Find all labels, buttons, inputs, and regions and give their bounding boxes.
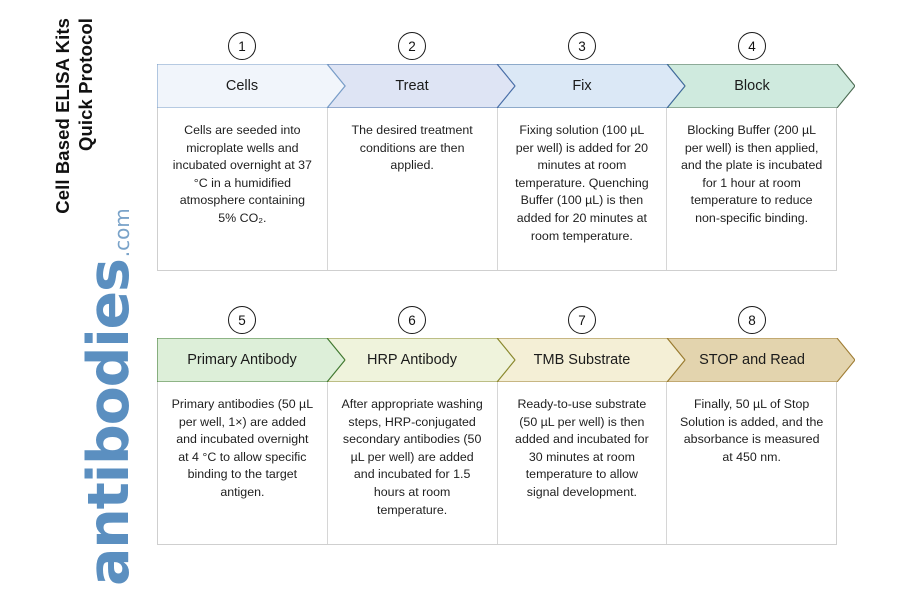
chevron-step-6[interactable]: HRP Antibody — [327, 338, 515, 382]
step-badge-7: 7 — [568, 306, 596, 334]
chevron-step-5[interactable]: Primary Antibody — [157, 338, 345, 382]
step-badge-number: 4 — [748, 38, 756, 54]
chevron-shape-icon — [667, 64, 855, 108]
chevron-shape-icon — [497, 64, 685, 108]
description-text: Fixing solution (100 µL per well) is add… — [515, 123, 649, 243]
step-badge-number: 8 — [748, 312, 756, 328]
chevron-shape-icon — [157, 338, 345, 382]
description-step-2: The desired treatment conditions are the… — [328, 108, 498, 270]
step-badge-number: 2 — [408, 38, 416, 54]
step-badge-8: 8 — [738, 306, 766, 334]
chevron-shape-icon — [497, 338, 685, 382]
step-badge-2: 2 — [398, 32, 426, 60]
chevron-bar-row-1: Cells Treat Fix Block — [157, 64, 855, 108]
chevron-bar-row-2: Primary Antibody HRP Antibody TMB Substr… — [157, 338, 855, 382]
chevron-shape-icon — [667, 338, 855, 382]
chevron-step-1[interactable]: Cells — [157, 64, 345, 108]
chevron-step-7[interactable]: TMB Substrate — [497, 338, 685, 382]
description-step-7: Ready-to-use substrate (50 µL per well) … — [498, 382, 668, 544]
description-text: Finally, 50 µL of Stop Solution is added… — [679, 397, 824, 464]
chevron-step-3[interactable]: Fix — [497, 64, 685, 108]
description-step-6: After appropriate washing steps, HRP-con… — [328, 382, 498, 544]
description-step-8: Finally, 50 µL of Stop Solution is added… — [667, 382, 836, 544]
description-text: The desired treatment conditions are the… — [351, 123, 473, 173]
description-text: Blocking Buffer (200 µL per well) is the… — [681, 123, 823, 226]
brand-logo-name: antibodies — [76, 259, 142, 586]
descriptions-row-1: Cells are seeded into microplate wells a… — [157, 108, 837, 271]
description-text: Ready-to-use substrate (50 µL per well) … — [515, 397, 649, 500]
description-step-4: Blocking Buffer (200 µL per well) is the… — [667, 108, 836, 270]
chevron-shape-icon — [157, 64, 345, 108]
step-badge-number: 5 — [238, 312, 246, 328]
step-badge-number: 1 — [238, 38, 246, 54]
description-step-1: Cells are seeded into microplate wells a… — [158, 108, 328, 270]
chevron-shape-icon — [327, 64, 515, 108]
step-badge-number: 7 — [578, 312, 586, 328]
chevron-step-2[interactable]: Treat — [327, 64, 515, 108]
step-badges-row-2: 5 6 7 8 — [157, 306, 837, 338]
descriptions-row-2: Primary antibodies (50 µL per well, 1×) … — [157, 382, 837, 545]
brand-logo: antibodies .com — [18, 208, 142, 586]
description-text: Cells are seeded into microplate wells a… — [172, 123, 312, 226]
brand-logo-tld: .com — [110, 208, 134, 258]
step-badges-row-1: 1 2 3 4 — [157, 32, 837, 64]
protocol-row-2: 5 6 7 8 Primary Antibody HRP Antibody TMB S… — [157, 306, 855, 545]
step-badge-5: 5 — [228, 306, 256, 334]
step-badge-6: 6 — [398, 306, 426, 334]
step-badge-4: 4 — [738, 32, 766, 60]
description-step-5: Primary antibodies (50 µL per well, 1×) … — [158, 382, 328, 544]
chevron-step-4[interactable]: Block — [667, 64, 855, 108]
chevron-step-8[interactable]: STOP and Read — [667, 338, 855, 382]
description-step-3: Fixing solution (100 µL per well) is add… — [498, 108, 668, 270]
protocol-row-1: 1 2 3 4 Cells Treat Fix Block Cells are see… — [157, 32, 855, 271]
step-badge-1: 1 — [228, 32, 256, 60]
description-text: After appropriate washing steps, HRP-con… — [341, 397, 483, 517]
step-badge-number: 6 — [408, 312, 416, 328]
description-text: Primary antibodies (50 µL per well, 1×) … — [171, 397, 314, 500]
step-badge-number: 3 — [578, 38, 586, 54]
step-badge-3: 3 — [568, 32, 596, 60]
chevron-shape-icon — [327, 338, 515, 382]
